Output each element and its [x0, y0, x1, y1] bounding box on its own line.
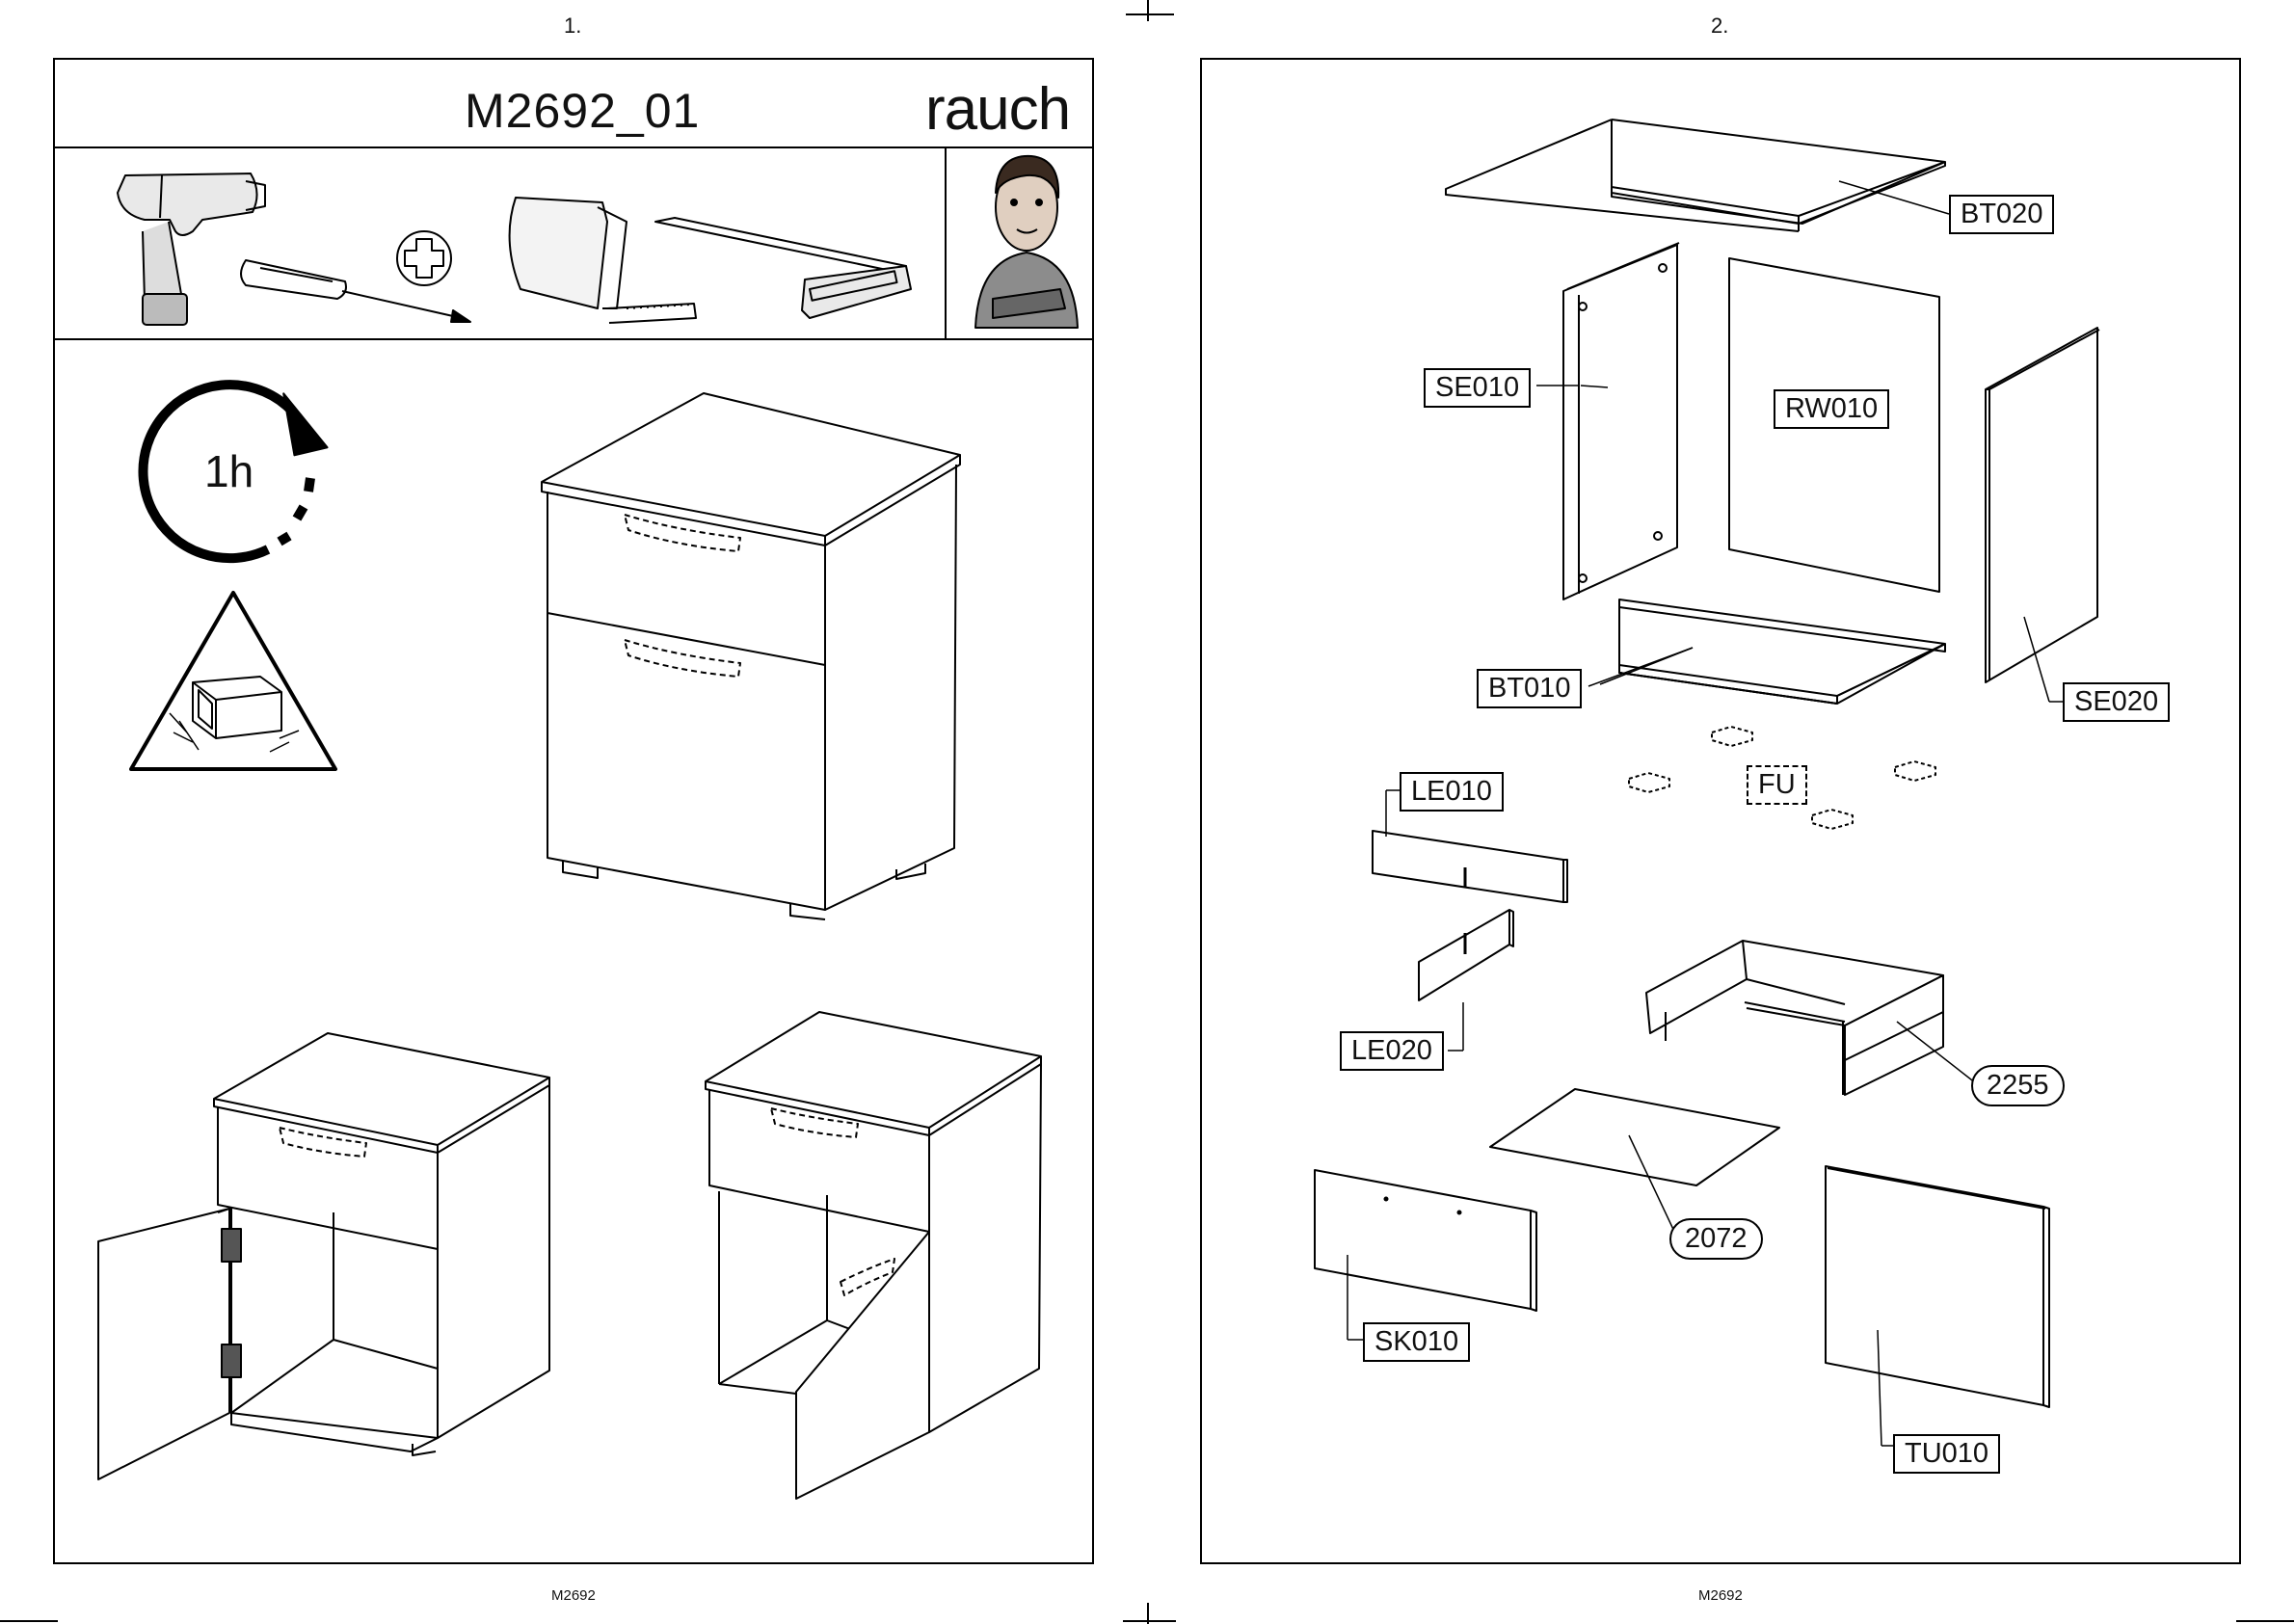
part-label-le020: LE020 [1340, 1031, 1444, 1071]
part-tu010-shape [1826, 1166, 2049, 1446]
part-bt010-shape [1600, 599, 1945, 704]
part-label-rw010: RW010 [1774, 389, 1889, 429]
assembly-time-label: 1h [204, 445, 254, 497]
part-label-bt010: BT010 [1477, 669, 1582, 708]
part-se010-shape [1563, 243, 1679, 599]
part-label-2072: 2072 [1669, 1218, 1763, 1260]
part-le020-shape [1419, 910, 1513, 1051]
part-label-bt020: BT020 [1949, 195, 2054, 234]
part-label-sk010: SK010 [1363, 1322, 1470, 1362]
part-sk010-shape [1315, 1170, 1536, 1340]
part-2072-shape [1490, 1089, 1779, 1238]
part-label-2255: 2255 [1971, 1065, 2065, 1106]
part-label-le010: LE010 [1400, 772, 1504, 812]
part-bt020-shape [1446, 120, 1949, 231]
part-label-fu: FU [1747, 765, 1807, 805]
part-label-se020: SE020 [2063, 682, 2170, 722]
part-se020-shape [1986, 328, 2099, 702]
part-2255-shape [1646, 941, 1976, 1095]
part-label-se010: SE010 [1424, 368, 1531, 408]
part-label-tu010: TU010 [1893, 1434, 2000, 1474]
